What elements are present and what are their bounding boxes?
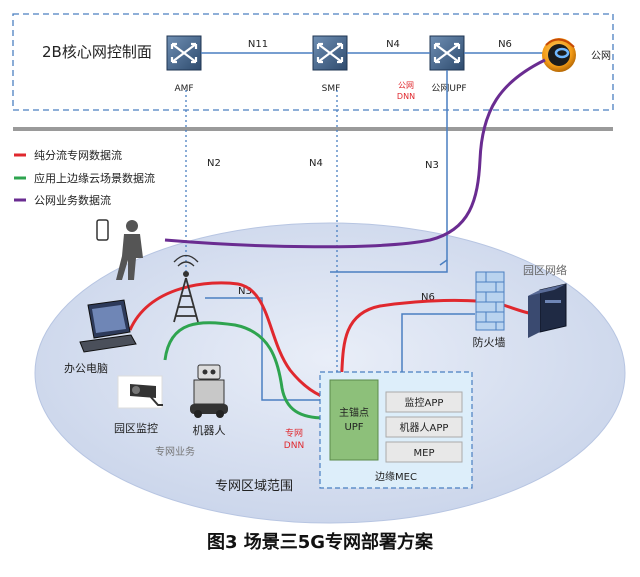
n3-top-link-lower — [330, 260, 448, 273]
smf-label: SMF — [322, 84, 341, 94]
legend-red-label: 纯分流专网数据流 — [34, 148, 122, 162]
base-station-tower-icon — [173, 254, 199, 323]
upf-label: 公网UPF — [431, 83, 466, 94]
app-box-3 — [385, 441, 463, 463]
n6-inner-link — [401, 313, 475, 372]
n4-top-label: N4 — [386, 39, 400, 50]
anchor-upf-line1: 主锚点 — [339, 407, 369, 419]
camera-icon — [117, 375, 163, 409]
public-dnn-line1: 公网 — [398, 81, 414, 90]
monitor-label: 园区监控 — [114, 421, 158, 435]
region-label: 专网区域范围 — [215, 479, 293, 494]
public-dnn-line2: DNN — [397, 92, 415, 101]
upf-switch-icon — [429, 35, 465, 71]
purple-public-flow — [164, 58, 546, 249]
n11-label: N11 — [248, 39, 268, 50]
app-label-3: MEP — [414, 448, 435, 459]
control-plane-title: 2B核心网控制面 — [42, 43, 152, 61]
figure-caption: 图3 场景三5G专网部署方案 — [207, 531, 434, 553]
private-dnn-line1: 专网 — [285, 427, 303, 439]
app-label-2: 机器人APP — [400, 421, 449, 434]
amf-switch-icon — [166, 35, 202, 71]
server-icon — [528, 283, 567, 338]
n6-top-label: N6 — [498, 39, 512, 50]
private-service-label: 专网业务 — [155, 445, 195, 458]
legend-purple-label: 公网业务数据流 — [34, 193, 111, 207]
firewall-label: 防火墙 — [473, 335, 506, 349]
n3-inner-label: N3 — [238, 286, 252, 297]
mec-label: 边缘MEC — [375, 470, 417, 483]
campus-network-label: 园区网络 — [523, 263, 567, 277]
internet-globe-icon — [542, 38, 576, 72]
robot-label: 机器人 — [193, 423, 226, 437]
n3-inner-link — [205, 297, 320, 401]
robot-icon — [190, 364, 228, 418]
app-box-2 — [385, 416, 463, 438]
legend-green-label: 应用上边缘云场景数据流 — [34, 171, 155, 185]
anchor-upf-line2: UPF — [344, 422, 363, 433]
n6-inner-label: N6 — [421, 292, 435, 303]
mobile-user-icon — [96, 219, 143, 280]
smf-switch-icon — [312, 35, 348, 71]
app-box-1 — [385, 391, 463, 413]
n3-top-label: N3 — [425, 160, 439, 171]
n2-label: N2 — [207, 158, 221, 169]
office-pc-label: 办公电脑 — [64, 362, 108, 375]
legend: 纯分流专网数据流 应用上边缘云场景数据流 公网业务数据流 — [14, 148, 155, 207]
laptop-icon — [79, 299, 137, 353]
private-dnn-line2: DNN — [284, 441, 304, 451]
n4-label: N4 — [309, 158, 323, 169]
firewall-icon — [475, 271, 505, 331]
amf-label: AMF — [174, 84, 193, 94]
internet-label: 公网 — [591, 50, 611, 62]
green-edge-flow — [163, 321, 326, 420]
anchor-upf-box — [329, 379, 379, 461]
app-label-1: 监控APP — [405, 396, 444, 409]
